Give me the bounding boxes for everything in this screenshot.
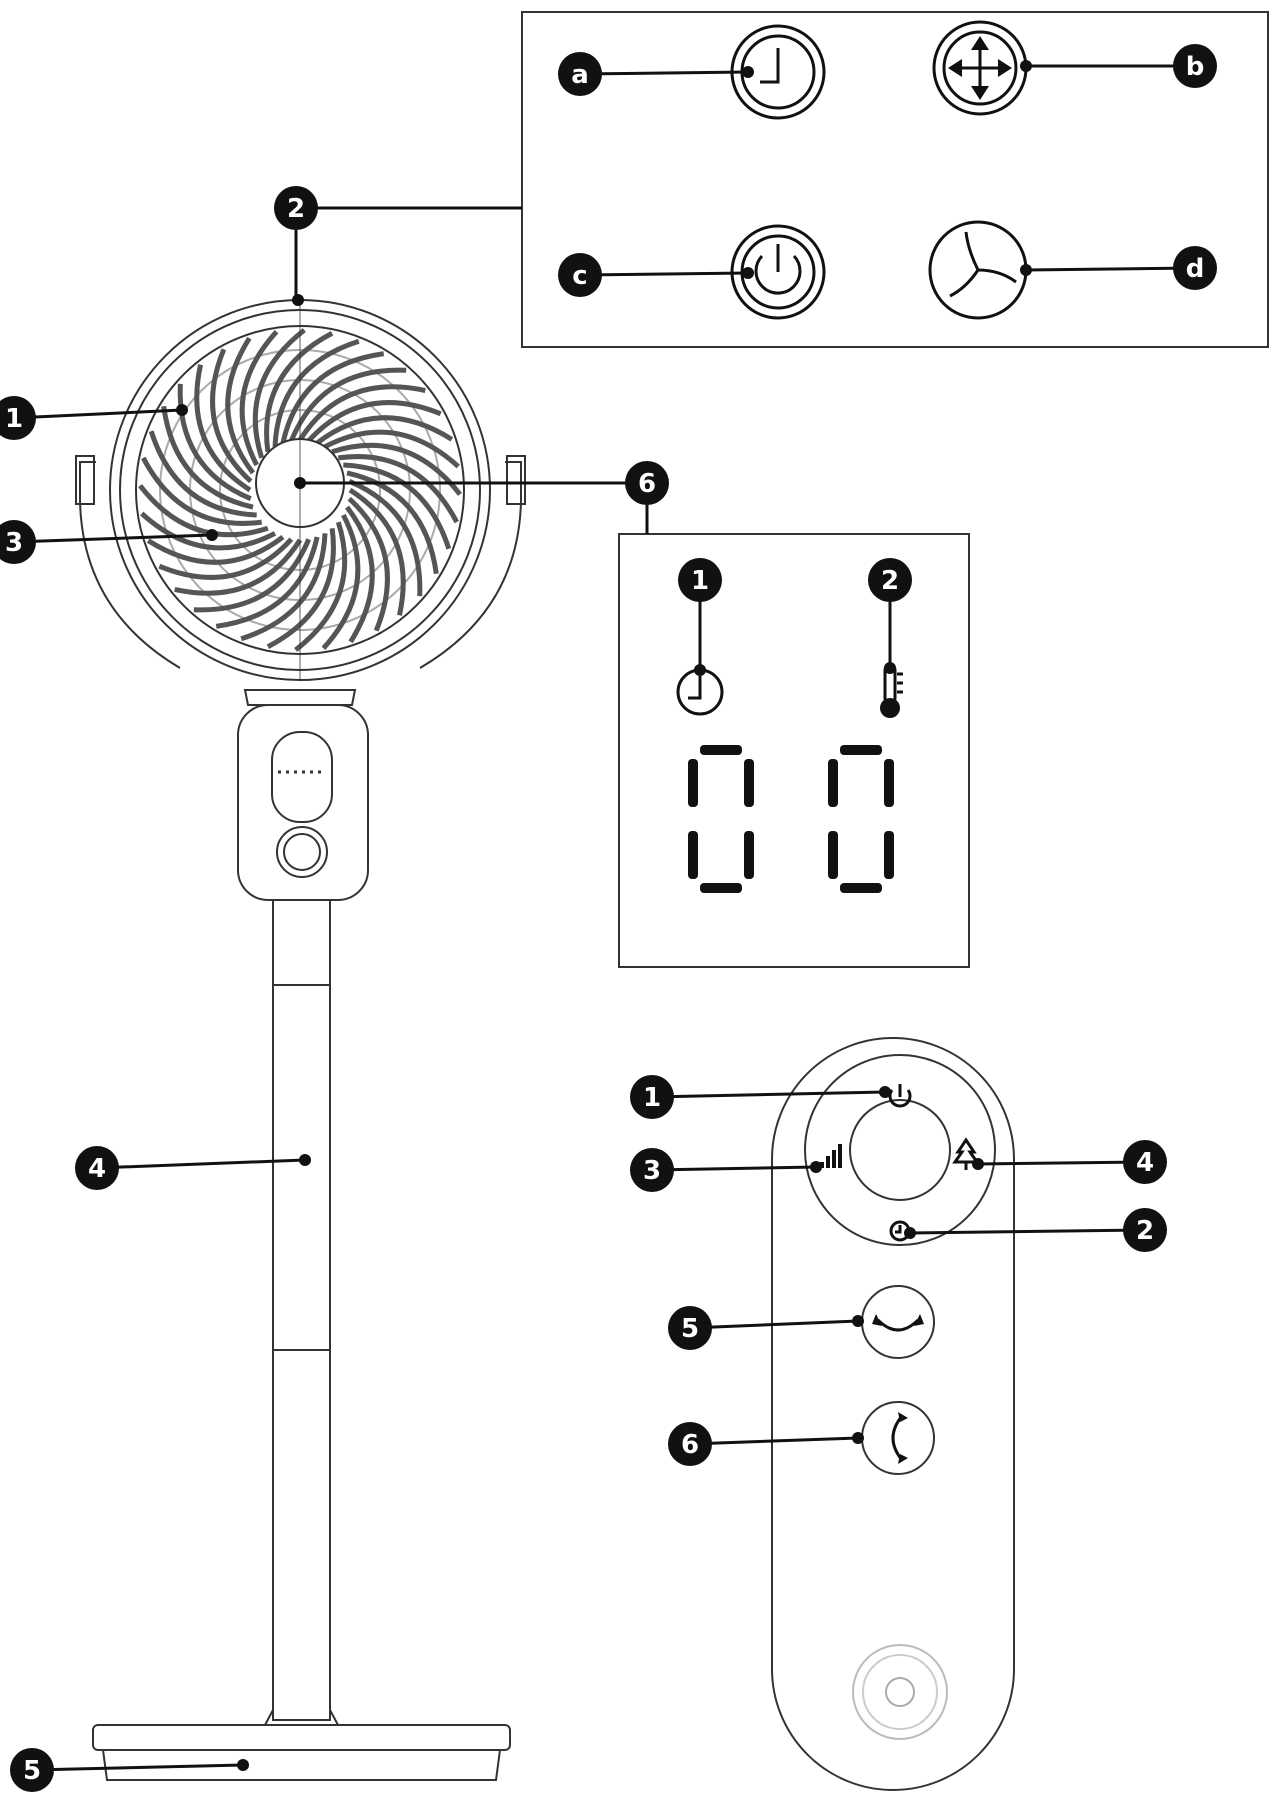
badge-remote-2: 2 xyxy=(1123,1208,1167,1252)
badge-fan-5: 5 xyxy=(10,1748,54,1792)
fan-pole-foot xyxy=(263,1709,340,1726)
digit-segment-e xyxy=(688,831,698,879)
svg-text:a: a xyxy=(571,60,589,90)
digit-segment-b xyxy=(744,759,754,807)
svg-text:1: 1 xyxy=(5,404,23,434)
svg-text:5: 5 xyxy=(23,1756,41,1786)
badge-panel-b: b xyxy=(1173,44,1217,88)
badge-fan-6: 6 xyxy=(625,461,669,505)
fan-control-knob-inner xyxy=(283,833,321,871)
svg-text:6: 6 xyxy=(681,1430,699,1460)
svg-text:6: 6 xyxy=(638,469,656,499)
badge-remote-4: 4 xyxy=(1123,1140,1167,1184)
badge-remote-6: 6 xyxy=(668,1422,712,1466)
fan-bracket-right xyxy=(419,461,522,669)
badge-fan-3: 3 xyxy=(0,520,36,564)
fan-control-knob xyxy=(276,826,328,878)
remote-ir-emitter xyxy=(885,1677,915,1707)
digit-segment-a xyxy=(700,745,742,755)
badge-fan-1: 1 xyxy=(0,396,36,440)
fan-bracket-left xyxy=(79,461,181,669)
remote-ir-window-inner xyxy=(862,1654,938,1730)
badge-fan-2: 2 xyxy=(274,186,318,230)
remote-vertical-swing-button xyxy=(861,1401,935,1475)
badge-panel-a: a xyxy=(558,52,602,96)
control-panel-frame xyxy=(521,11,1269,348)
svg-text:4: 4 xyxy=(1136,1148,1154,1178)
svg-text:d: d xyxy=(1186,254,1205,284)
fan-display-window xyxy=(271,731,333,823)
remote-horizontal-swing-button xyxy=(861,1285,935,1359)
remote-control xyxy=(771,1037,1015,1791)
remote-tree-mode-icon xyxy=(952,1137,980,1170)
digit-segment-b xyxy=(884,759,894,807)
svg-text:2: 2 xyxy=(881,566,899,596)
svg-text:2: 2 xyxy=(1136,1216,1154,1246)
badge-fan-4: 4 xyxy=(75,1146,119,1190)
display-panel-frame xyxy=(618,533,970,968)
badge-display-2: 2 xyxy=(868,558,912,602)
fan-bracket-knob-right xyxy=(506,455,526,505)
svg-text:3: 3 xyxy=(5,528,23,558)
digit-segment-a xyxy=(840,745,882,755)
svg-text:c: c xyxy=(572,261,587,291)
display-digit-2 xyxy=(828,745,894,893)
fan-neck-collar xyxy=(243,689,357,706)
remote-power-icon xyxy=(888,1084,912,1108)
fan-bracket-knob-left xyxy=(75,455,95,505)
fan-pole xyxy=(272,899,331,1721)
fan-base-top xyxy=(92,1724,511,1751)
svg-text:1: 1 xyxy=(691,566,709,596)
badge-display-1: 1 xyxy=(678,558,722,602)
fan-outer-ring-inner xyxy=(119,309,481,671)
timer-indicator-icon xyxy=(676,668,724,716)
digit-segment-c xyxy=(884,831,894,879)
control-panel-inset xyxy=(521,11,1269,348)
remote-ir-window xyxy=(852,1644,948,1740)
svg-text:2: 2 xyxy=(287,194,305,224)
remote-center-button xyxy=(849,1099,951,1201)
badge-panel-c: c xyxy=(558,253,602,297)
fan-grille xyxy=(138,328,462,652)
digit-segment-f xyxy=(688,759,698,807)
fan-base-bottom xyxy=(102,1749,501,1781)
svg-text:4: 4 xyxy=(88,1154,106,1184)
leader-lines xyxy=(13,60,1196,1772)
digit-segment-f xyxy=(828,759,838,807)
badge-remote-1: 1 xyxy=(630,1075,674,1119)
fan-grille-ring xyxy=(135,325,465,655)
grille-ring xyxy=(189,379,411,601)
svg-text:b: b xyxy=(1186,52,1205,82)
digit-segment-d xyxy=(700,883,742,893)
callout-badges: 1 2 3 4 5 6 a b c d 1 2 1 2 3 4 5 6 xyxy=(0,44,1217,1792)
svg-text:3: 3 xyxy=(643,1156,661,1186)
oscillation-arrows-icon xyxy=(932,20,1028,116)
svg-text:1: 1 xyxy=(643,1083,661,1113)
remote-signal-bars-icon xyxy=(820,1144,842,1168)
remote-dpad-ring xyxy=(804,1054,996,1246)
badge-panel-d: d xyxy=(1173,246,1217,290)
fan-speed-icon xyxy=(928,220,1028,320)
badge-remote-3: 3 xyxy=(630,1148,674,1192)
fan-illustration xyxy=(75,299,526,1781)
remote-body xyxy=(771,1037,1015,1791)
digit-segment-e xyxy=(828,831,838,879)
svg-text:5: 5 xyxy=(681,1314,699,1344)
grille-ring xyxy=(219,409,381,571)
grille-ring xyxy=(159,349,441,631)
digit-segment-d xyxy=(840,883,882,893)
badge-remote-5: 5 xyxy=(668,1306,712,1350)
display-digit-1 xyxy=(688,745,754,893)
digit-segment-c xyxy=(744,831,754,879)
